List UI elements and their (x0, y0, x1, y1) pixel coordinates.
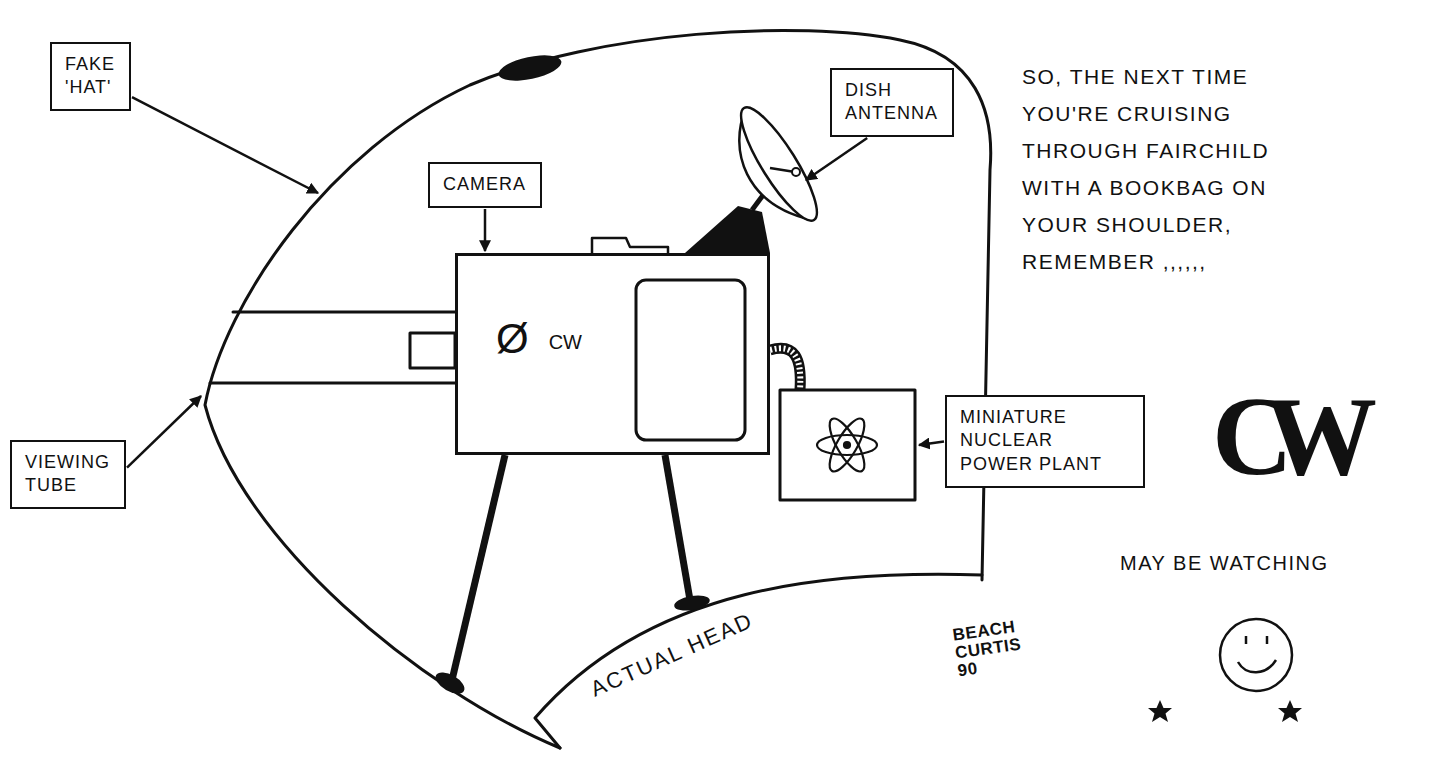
star (1278, 700, 1302, 722)
leader-arrow (919, 442, 944, 446)
viewing-tube-line (233, 311, 455, 314)
part-label: ACTUAL HEAD (587, 607, 758, 702)
callout-text: MINIATURE NUCLEAR POWER PLANT (960, 406, 1130, 476)
callout-text: CAMERA (443, 173, 527, 196)
camera-lens (410, 333, 455, 368)
dish-feed-tip (792, 168, 800, 176)
leg-foot (432, 668, 468, 698)
smiley-eye (1266, 636, 1269, 644)
callout-box: DISH ANTENNA (830, 68, 954, 137)
note-text: MAY BE WATCHING (1120, 552, 1328, 575)
viewing-tube-line (210, 382, 455, 385)
head-outline (535, 574, 982, 748)
signature: BEACH CURTIS 90 (952, 618, 1025, 680)
callout-box: FAKE 'HAT' (50, 42, 131, 111)
star (1148, 700, 1172, 722)
camera-window (636, 280, 745, 440)
smiley-mouth (1238, 660, 1276, 672)
atom-orbit (823, 414, 870, 476)
camera-symbol: Ø (496, 318, 529, 360)
hose-outer (770, 348, 800, 390)
camera-logo: CW (549, 332, 582, 352)
atom-symbol (817, 414, 877, 476)
callout-box: VIEWING TUBE (10, 440, 126, 509)
leader-arrow (127, 396, 201, 468)
dish-rim (730, 99, 829, 229)
camera-body: Ø CW (455, 253, 770, 455)
leader-arrow (806, 138, 867, 180)
atom-nucleus (844, 442, 850, 448)
callout-text: FAKE 'HAT' (65, 53, 116, 100)
leg-foot (673, 593, 711, 613)
hat-group (205, 30, 991, 748)
hose-ribs (770, 348, 800, 390)
callout-box: CAMERA (428, 162, 542, 208)
callout-text: DISH ANTENNA (845, 79, 939, 126)
hose (770, 348, 800, 390)
power-plant-box (780, 390, 915, 500)
camera-leg (452, 455, 505, 680)
camera-leg (665, 455, 690, 600)
logo-text: CW (1212, 380, 1349, 492)
callout-arrow (484, 209, 487, 251)
smiley-eye (1245, 636, 1248, 644)
note-text: SO, THE NEXT TIME YOU'RE CRUISING THROUG… (1022, 58, 1322, 280)
dish-antenna (685, 99, 828, 253)
callout-text: VIEWING TUBE (25, 451, 111, 498)
hat-bump (496, 51, 563, 86)
atom-orbit (817, 435, 877, 455)
smiley (1220, 619, 1292, 691)
atom-orbit (823, 414, 870, 476)
leader-arrow (132, 97, 318, 193)
camera-cable (592, 238, 668, 253)
callout-box: MINIATURE NUCLEAR POWER PLANT (945, 395, 1145, 488)
hat-outline (205, 30, 991, 748)
antenna-mount (685, 206, 770, 253)
smiley-face (1220, 619, 1292, 691)
